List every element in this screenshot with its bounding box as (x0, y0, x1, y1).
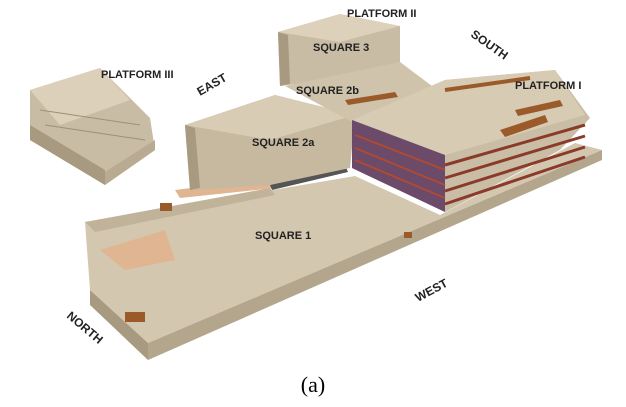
label-west: WEST (413, 276, 451, 305)
label-square-3: SQUARE 3 (313, 42, 369, 54)
label-platform-ii: PLATFORM II (347, 8, 416, 20)
figure-caption: (a) (300, 372, 326, 397)
label-north: NORTH (64, 309, 106, 347)
square-2a-model (185, 95, 355, 190)
label-platform-i: PLATFORM I (515, 80, 581, 92)
square-2b-model (285, 62, 440, 122)
label-square-2a: SQUARE 2a (252, 137, 315, 149)
square-3-model (278, 14, 400, 86)
label-south: SOUTH (468, 27, 510, 63)
label-square-2b: SQUARE 2b (296, 85, 359, 97)
platform-i-model (352, 70, 590, 212)
label-square-1: SQUARE 1 (255, 230, 311, 242)
square-1-model (85, 143, 602, 360)
platform-iii-model (30, 68, 155, 185)
label-east: EAST (195, 70, 230, 98)
label-platform-iii: PLATFORM III (101, 69, 174, 81)
